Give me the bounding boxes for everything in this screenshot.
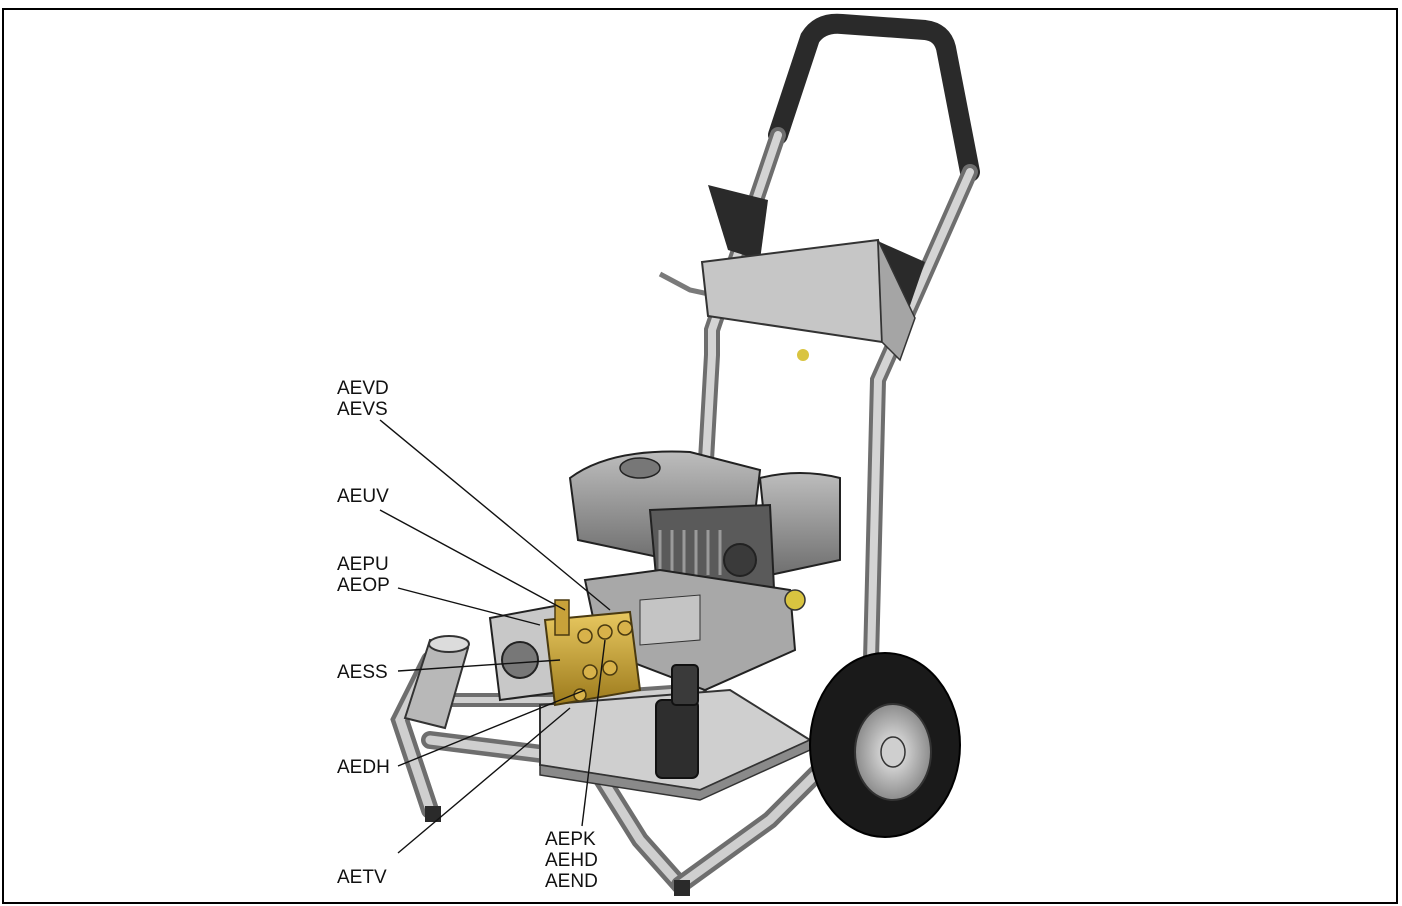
leader-aevd [379, 419, 611, 611]
leader-aepk [581, 639, 606, 827]
label-aeop: AEOP [337, 575, 390, 596]
unloader-valve [554, 599, 570, 636]
air-filter [758, 472, 841, 577]
label-aepk: AEPK [545, 829, 596, 850]
front-foot-right [674, 880, 690, 896]
wheel [809, 652, 961, 838]
label-aetv: AETV [337, 867, 387, 888]
left-hook [708, 185, 768, 260]
recoil-vents [658, 530, 722, 575]
leader-lines [379, 419, 611, 854]
label-aess: AESS [337, 662, 388, 683]
panel-fitting [797, 349, 809, 361]
leader-aeuv [379, 509, 566, 611]
label-aevd: AEVD [337, 378, 389, 399]
callout-labels: AEVD AEVS AEUV AEPU AEOP AESS AEDH AETV … [337, 378, 598, 892]
label-aehd: AEHD [545, 850, 598, 871]
pump-assembly [488, 599, 642, 707]
oil-fill [784, 589, 806, 611]
leader-aess [397, 659, 561, 672]
fuel-cap [619, 457, 661, 479]
pump-valve-caps [573, 620, 633, 702]
inlet-filter [655, 664, 699, 779]
label-aevs: AEVS [337, 399, 388, 420]
handle-grip [768, 13, 980, 182]
label-aepu: AEPU [337, 554, 389, 575]
leader-aepu [397, 587, 541, 626]
engine [568, 450, 841, 692]
panel-side [877, 239, 916, 362]
front-foot-left [425, 806, 441, 822]
label-aedh: AEDH [337, 757, 390, 778]
label-aeuv: AEUV [337, 486, 389, 507]
leader-aedh [397, 689, 586, 767]
label-aend: AEND [545, 871, 598, 892]
leader-aetv [397, 707, 571, 854]
